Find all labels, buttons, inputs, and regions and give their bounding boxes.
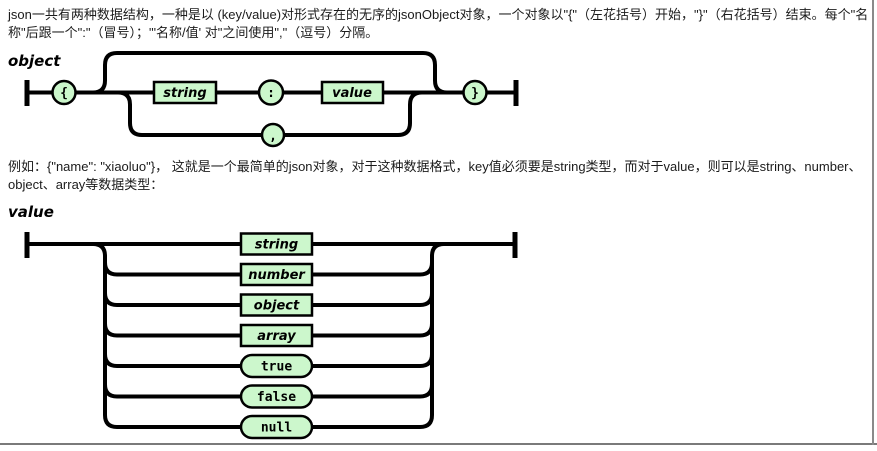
close-brace-label: }: [471, 86, 479, 101]
value-right-branch: [430, 242, 445, 415]
value-number-node: [239, 262, 314, 287]
colon-node: [257, 79, 285, 106]
intro-paragraph: json一共有两种数据结构，一种是以 (key/value)对形式存在的无序的j…: [8, 7, 869, 40]
row-rail-true: [103, 353, 434, 368]
bottom-divider: [0, 443, 877, 445]
value-true-node: [239, 353, 314, 379]
value-object-node: [239, 293, 314, 317]
colon-label: :: [267, 86, 275, 101]
value-object-label: object: [254, 299, 300, 314]
value-true-label: true: [261, 360, 292, 375]
example-paragraph: 例如：{"name": "xiaoluo"}， 这就是一个最简单的json对象，…: [8, 159, 862, 192]
value-railroad-diagram: string number object array true false nu…: [24, 232, 518, 440]
object-string-node: [152, 80, 218, 105]
value-number-label: number: [248, 268, 306, 283]
open-brace-node: [51, 79, 77, 106]
value-null-label: null: [261, 421, 292, 436]
value-false-node: [239, 384, 314, 409]
value-diagram-title: value: [8, 203, 54, 221]
object-string-label: string: [163, 86, 206, 101]
object-value-label: value: [332, 86, 372, 101]
value-string-node: [239, 232, 314, 256]
value-array-label: array: [257, 329, 296, 344]
comma-label: ,: [269, 129, 277, 144]
right-border: [872, 0, 874, 445]
row-rail-number: [103, 262, 434, 277]
row-rail-array: [103, 323, 434, 338]
comma-node: [260, 122, 286, 148]
open-brace-label: {: [60, 86, 68, 101]
value-false-label: false: [257, 390, 296, 405]
row-rail-object: [103, 292, 434, 307]
object-skip-rail: [92, 51, 448, 95]
value-null-node: [239, 414, 314, 440]
row-rail-false: [103, 384, 434, 399]
object-value-node: [320, 80, 385, 105]
close-brace-node: [462, 79, 488, 106]
object-diagram-title: object: [8, 52, 61, 70]
row-rail-null: [103, 414, 434, 429]
value-array-node: [239, 323, 314, 348]
object-railroad-diagram: { string : value , }: [24, 51, 519, 148]
value-string-label: string: [255, 238, 298, 253]
value-left-branch: [92, 242, 107, 415]
